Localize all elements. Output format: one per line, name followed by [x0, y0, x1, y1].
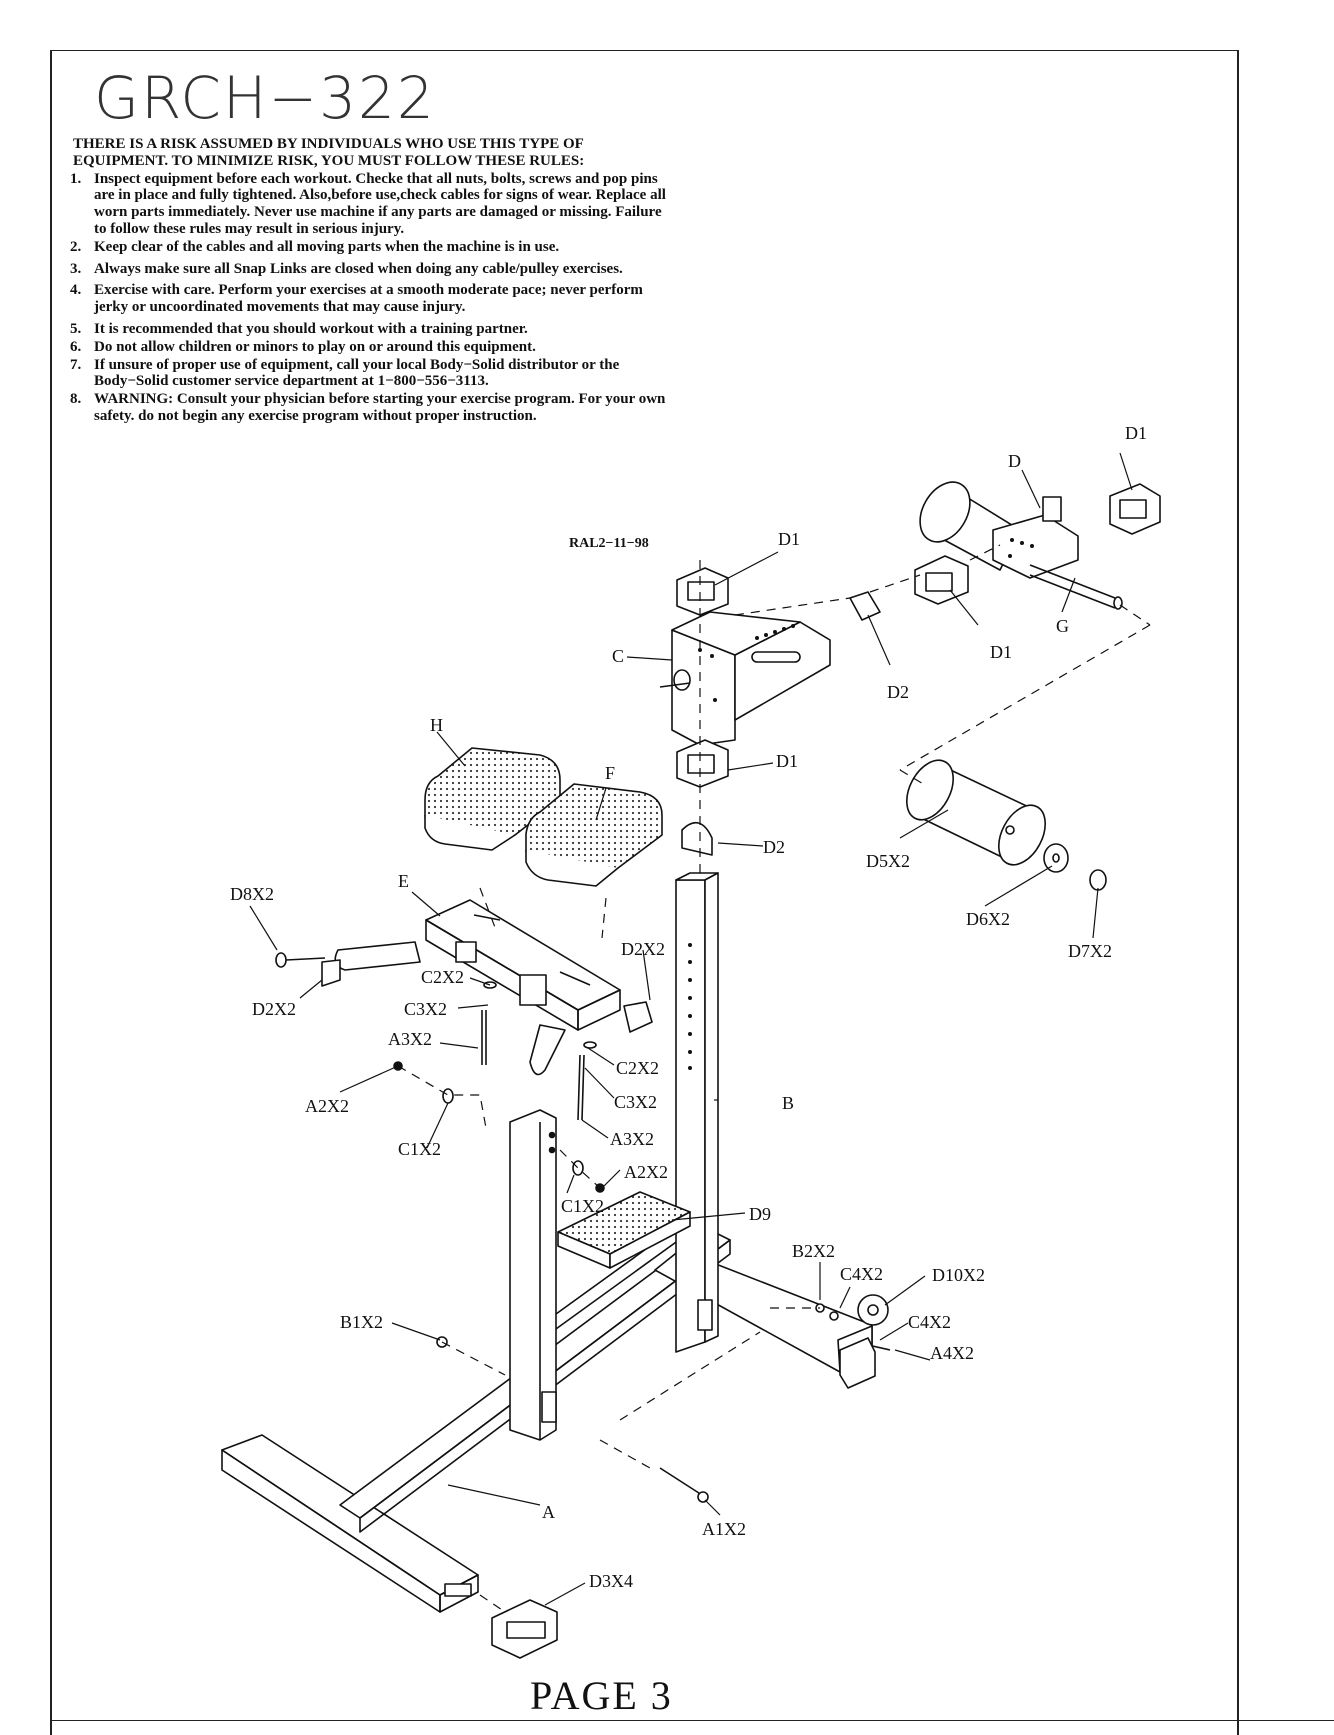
footplate-d9 [557, 1191, 691, 1269]
bottom-rule [50, 1720, 1334, 1721]
leader-lines [249, 452, 1133, 1606]
part-label-c4x2: C4X2 [908, 1312, 952, 1332]
page-title: GRCH−322 [94, 64, 436, 132]
part-label-f: F [605, 763, 616, 783]
rule-text: It is recommended that you should workou… [94, 320, 528, 337]
page-border [50, 50, 1239, 1735]
part-label-d2x2: D2X2 [621, 939, 665, 959]
adjuster-c [659, 611, 831, 746]
pad-f [525, 783, 663, 887]
rule-text: Do not allow children or minors to play … [94, 338, 536, 355]
rules-list: 1. Inspect equipment before each workout.… [70, 171, 670, 425]
front-upright [509, 1109, 557, 1441]
rule-number: 8. [70, 391, 82, 408]
part-label-c2x2: C2X2 [616, 1058, 660, 1078]
roller-arm-right [529, 1001, 653, 1076]
rule-text: If unsure of proper use of equipment, ca… [94, 356, 620, 390]
part-label-a3x2: A3X2 [388, 1029, 432, 1049]
roller-d5 [906, 759, 1107, 891]
part-label-d1: D1 [990, 642, 1012, 662]
rule-number: 5. [70, 320, 82, 337]
rule-text: Exercise with care. Perform your exercis… [94, 282, 643, 316]
document-code: RAL2−11−98 [569, 536, 649, 551]
rule-item: 1. Inspect equipment before each workout.… [70, 171, 670, 238]
part-label-c1x2: C1X2 [561, 1196, 605, 1216]
roller-arm-left [275, 941, 421, 987]
rule-item: 4. Exercise with care. Perform your exerc… [70, 282, 670, 316]
roller-d [919, 481, 1123, 610]
part-label-d6x2: D6X2 [966, 909, 1010, 929]
rule-item: 5. It is recommended that you should work… [70, 321, 670, 338]
part-label-d1: D1 [778, 529, 800, 549]
fasteners [393, 981, 891, 1503]
part-label-d9: D9 [749, 1204, 771, 1224]
end-cap-d1 [676, 483, 1161, 788]
part-label-h: H [430, 715, 443, 735]
part-label-c4x2: C4X2 [840, 1264, 884, 1284]
part-label-d2: D2 [763, 837, 785, 857]
rule-text: WARNING: Consult your physician before s… [94, 391, 666, 424]
rule-number: 4. [70, 282, 82, 299]
part-label-c: C [612, 646, 625, 666]
part-label-d2x2: D2X2 [252, 999, 296, 1019]
part-label-d8x2: D8X2 [230, 884, 274, 904]
part-label-d5x2: D5X2 [866, 851, 910, 871]
rule-text: Inspect equipment before each workout. C… [94, 170, 666, 237]
part-label-a2x2: A2X2 [624, 1162, 668, 1182]
end-cap-d3 [491, 1337, 876, 1659]
part-label-d1: D1 [776, 751, 798, 771]
rule-number: 7. [70, 356, 82, 373]
part-label-d3x4: D3X4 [589, 1571, 633, 1591]
part-label-b: B [782, 1093, 795, 1113]
rule-item: 6. Do not allow children or minors to pla… [70, 339, 670, 356]
rule-text: Always make sure all Snap Links are clos… [94, 260, 623, 277]
part-label-d10x2: D10X2 [932, 1265, 985, 1285]
part-label-d1: D1 [1125, 423, 1147, 443]
rules-intro: THERE IS A RISK ASSUMED BY INDIVIDUALS W… [73, 136, 585, 169]
part-label-a: A [542, 1502, 555, 1522]
part-label-d7x2: D7X2 [1068, 941, 1112, 961]
rule-number: 3. [70, 260, 82, 277]
rule-item: 3. Always make sure all Snap Links are cl… [70, 261, 670, 278]
part-label-a2x2: A2X2 [305, 1096, 349, 1116]
part-label-c3x2: C3X2 [614, 1092, 658, 1112]
rear-upright-b [675, 872, 719, 1353]
rule-item: 2. Keep clear of the cables and all movin… [70, 239, 670, 256]
part-label-d2: D2 [887, 682, 909, 702]
part-label-g: G [1056, 616, 1069, 636]
safety-rules: THERE IS A RISK ASSUMED BY INDIVIDUALS W… [70, 136, 670, 425]
page-number: PAGE 3 [530, 1673, 673, 1718]
rule-item: 8. WARNING: Consult your physician before… [70, 391, 670, 425]
part-label-d: D [1008, 451, 1021, 471]
rule-number: 6. [70, 338, 82, 355]
part-label-a4x2: A4X2 [930, 1343, 974, 1363]
cap-d2 [681, 591, 881, 856]
part-label-b2x2: B2X2 [792, 1241, 836, 1261]
rule-number: 1. [70, 170, 82, 187]
rule-item: 7. If unsure of proper use of equipment, … [70, 357, 670, 391]
pad-bracket-e [425, 899, 621, 1031]
rule-number: 2. [70, 238, 82, 255]
assembly-guide-lines [397, 544, 1151, 1613]
part-label-c1x2: C1X2 [398, 1139, 442, 1159]
part-label-a3x2: A3X2 [610, 1129, 654, 1149]
part-label-c3x2: C3X2 [404, 999, 448, 1019]
part-label-c2x2: C2X2 [421, 967, 465, 987]
pad-h [424, 747, 561, 851]
part-label-e: E [398, 871, 409, 891]
rule-text: Keep clear of the cables and all moving … [94, 238, 560, 255]
part-label-b1x2: B1X2 [340, 1312, 384, 1332]
part-label-a1x2: A1X2 [702, 1519, 746, 1539]
